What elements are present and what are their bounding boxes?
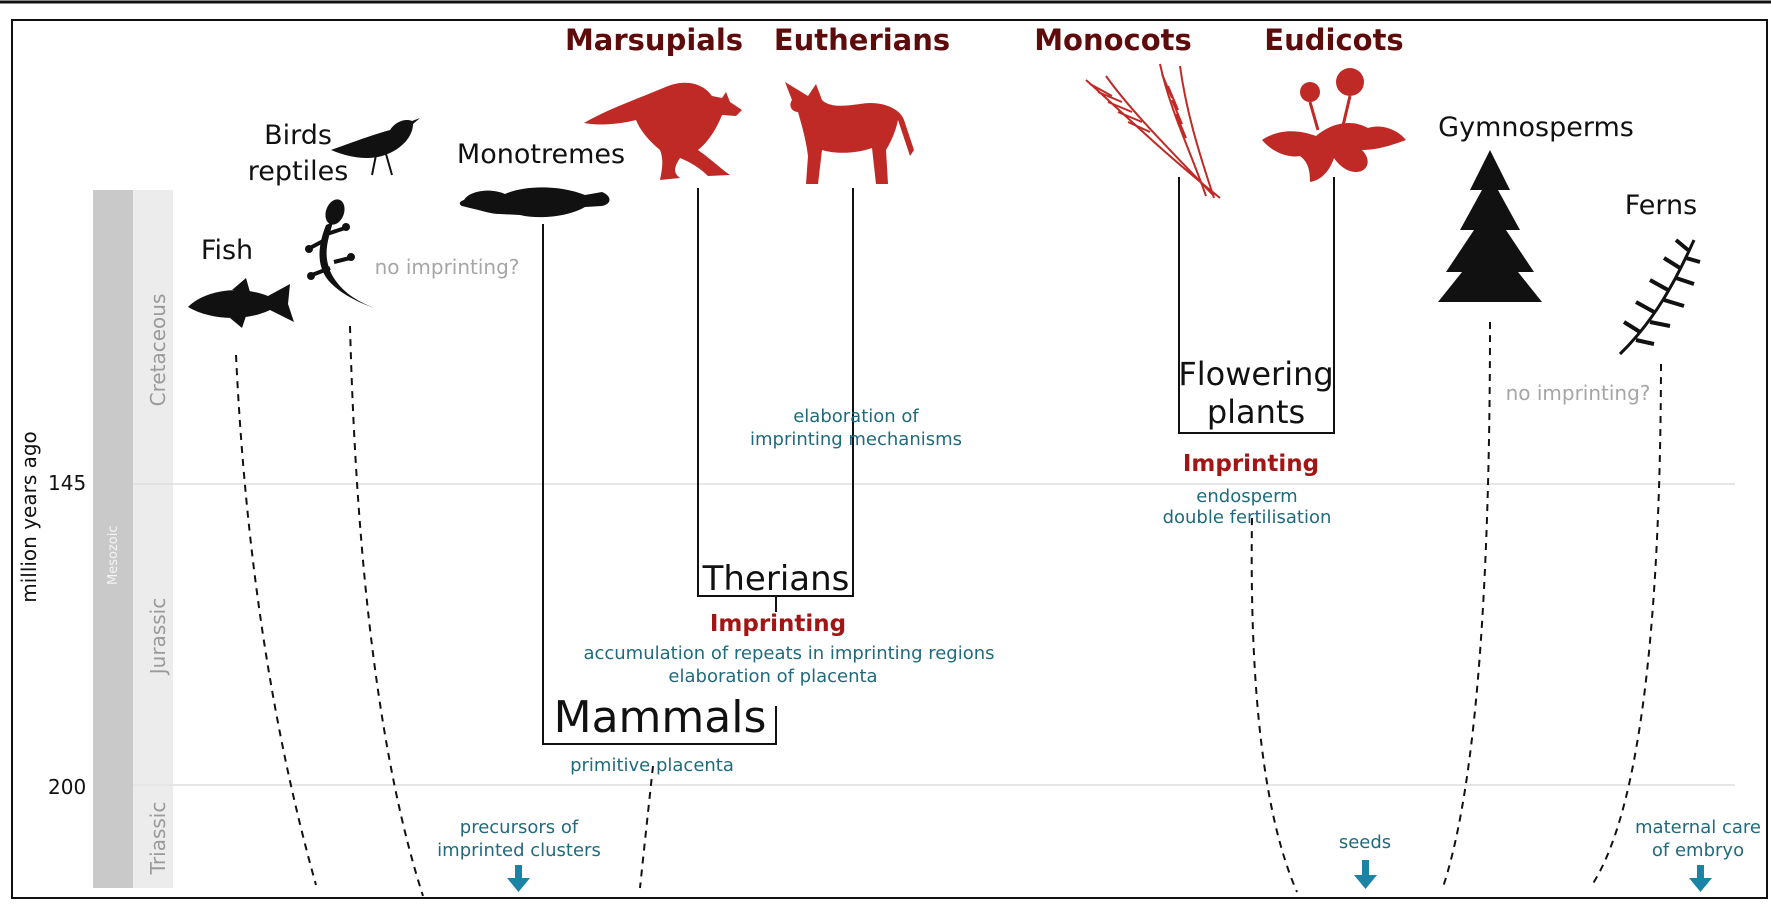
note-double-fertilisation: double fertilisation — [1163, 507, 1332, 528]
note-placenta-elaboration: elaboration of placenta — [668, 666, 877, 687]
clade-therians: Therians — [702, 559, 850, 599]
note-imprinting-mammals: Imprinting — [710, 611, 846, 637]
tick-200: 200 — [48, 775, 86, 799]
fish-lineage — [236, 355, 316, 885]
note-elaboration-line1: elaboration of — [793, 406, 919, 427]
note-no-imprinting-plants: no imprinting? — [1506, 381, 1651, 405]
arrow-down-icon — [507, 865, 530, 892]
note-imprinting-plants: Imprinting — [1183, 451, 1319, 477]
label-gymnosperms: Gymnosperms — [1438, 112, 1634, 143]
label-eudicots: Eudicots — [1264, 23, 1403, 57]
y-axis-label: million years ago — [17, 431, 41, 603]
figure-frame — [12, 20, 1767, 898]
fern-icon — [1620, 240, 1700, 354]
dandelion-icon — [1262, 68, 1406, 182]
therians-bracket — [698, 188, 853, 596]
conifer-icon — [1438, 150, 1542, 302]
tick-145: 145 — [48, 471, 86, 495]
gymnosperm-lineage — [1442, 322, 1490, 890]
clade-mammals: Mammals — [554, 692, 767, 743]
clade-flowering-line1: Flowering — [1178, 355, 1333, 393]
note-maternal-line2: of embryo — [1652, 840, 1744, 861]
note-precursors-line1: precursors of — [460, 817, 579, 838]
label-ferns: Ferns — [1625, 190, 1697, 221]
arrow-down-icon — [1689, 865, 1712, 892]
gecko-icon — [305, 197, 374, 308]
label-marsupials: Marsupials — [565, 23, 743, 57]
fish-icon — [188, 278, 294, 328]
label-monotremes: Monotremes — [457, 139, 625, 170]
note-precursors-line2: imprinted clusters — [437, 840, 601, 861]
period-triassic: Triassic — [146, 802, 170, 876]
clade-flowering-line2: plants — [1207, 393, 1305, 431]
note-elaboration-line2: imprinting mechanisms — [750, 429, 962, 450]
label-birds: Birds — [264, 120, 332, 151]
note-endosperm: endosperm — [1196, 486, 1297, 507]
note-no-imprinting-reptiles: no imprinting? — [375, 255, 520, 279]
arrow-down-icon — [1354, 860, 1377, 889]
era-label: Mesozoic — [106, 526, 121, 585]
period-jurassic: Jurassic — [146, 598, 170, 676]
label-reptiles: reptiles — [248, 156, 349, 187]
wheat-icon — [1086, 64, 1220, 198]
period-bar-upper — [133, 190, 173, 784]
dingo-icon — [785, 82, 914, 184]
reptile-lineage — [350, 326, 423, 896]
label-eutherians: Eutherians — [774, 23, 950, 57]
period-cretaceous: Cretaceous — [146, 294, 170, 407]
note-seeds: seeds — [1339, 832, 1391, 853]
note-maternal-line1: maternal care — [1635, 817, 1761, 838]
platypus-icon — [460, 187, 610, 217]
label-monocots: Monocots — [1034, 23, 1192, 57]
fern-lineage — [1592, 364, 1661, 885]
note-accumulation: accumulation of repeats in imprinting re… — [583, 643, 994, 664]
angiosperm-stem-lineage — [1252, 518, 1297, 892]
label-fish: Fish — [201, 235, 253, 266]
note-primitive-placenta: primitive placenta — [570, 755, 734, 776]
